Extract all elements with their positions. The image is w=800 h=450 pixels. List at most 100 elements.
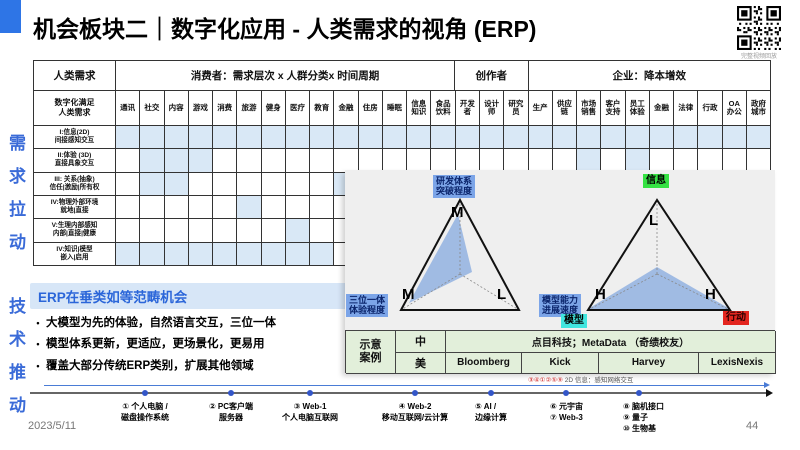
timeline-legend-item-6: ⑥ 元宇宙 ⑦ Web-3 xyxy=(550,402,583,423)
timeline-dot-7 xyxy=(636,390,642,396)
row-label-4: V:生理内部感知 内部|直接|健康 xyxy=(34,219,116,243)
cell-r0-c17 xyxy=(504,126,529,150)
cell-r0-c2 xyxy=(140,126,165,150)
cell-r2-c6 xyxy=(237,172,262,196)
column-header-9: 金融 xyxy=(334,91,359,126)
case-cell-1-0: Bloomberg xyxy=(446,352,522,374)
cell-r0-c3 xyxy=(164,126,189,150)
qr-caption: 完整视频回放 xyxy=(740,54,777,60)
cell-r4-c8 xyxy=(285,219,311,243)
cell-r4-c3 xyxy=(164,219,189,243)
column-header-3: 游戏 xyxy=(188,91,214,126)
cell-r1-c6 xyxy=(237,149,262,173)
timeline-dot-6 xyxy=(563,390,569,396)
cell-r2-c1 xyxy=(116,172,141,196)
cell-r3-c9 xyxy=(310,195,335,220)
left-triangle-outline xyxy=(399,197,521,311)
timeline-dot-1 xyxy=(142,390,148,396)
cell-r0-c13 xyxy=(407,126,432,150)
cell-r3-c4 xyxy=(188,195,214,220)
column-header-19: 市场 销售 xyxy=(577,91,602,126)
cell-r4-c2 xyxy=(140,219,165,243)
qr-code-icon xyxy=(737,6,781,50)
cell-r4-c9 xyxy=(310,219,335,243)
right-top-value: L xyxy=(649,212,659,229)
cell-r5-c3 xyxy=(164,242,189,266)
cell-r1-c2 xyxy=(140,149,165,173)
footnote: ③④①②⑤⑨ 2D 信息：感知网络交互 xyxy=(528,374,633,384)
cell-r2-c9 xyxy=(310,172,335,196)
cell-r4-c7 xyxy=(261,219,286,243)
erp-bullet-1: •模型体系更新，更适应，更场景化，更易用 xyxy=(30,337,354,351)
timeline-dot-3 xyxy=(307,390,313,396)
timeline-legend-item-5: ⑤ AI / 边缘计算 xyxy=(475,402,507,423)
rd-system-axis-label: 研发体系 突破程度 xyxy=(433,175,476,198)
title-accent-bar xyxy=(0,0,21,33)
trinity-experience-axis-label: 三位一体 体验程度 xyxy=(346,294,389,317)
cell-r1-c9 xyxy=(310,149,335,173)
cell-r0-c26 xyxy=(722,126,747,150)
column-header-13: 食品 饮料 xyxy=(431,91,456,126)
cell-r0-c22 xyxy=(625,126,650,150)
cell-r0-c25 xyxy=(698,126,723,150)
cell-r0-c11 xyxy=(358,126,383,150)
case-cell-0-0: 点目科技；MetaData （奇绩校友） xyxy=(446,331,776,353)
cell-r5-c9 xyxy=(310,242,335,266)
erp-bullet-list: •大模型为先的体验，自然语言交互，三位一体•模型体系更新，更适应，更场景化，更易… xyxy=(30,316,354,373)
model-tag: 模型 xyxy=(561,314,587,328)
cases-region-0: 中 xyxy=(396,331,446,353)
column-header-17: 生产 xyxy=(528,91,553,126)
cases-region-1: 美 xyxy=(396,352,446,374)
demand-pull-label: 需 求 拉 动 xyxy=(9,134,26,253)
cell-r3-c8 xyxy=(285,195,311,220)
cell-r0-c16 xyxy=(479,126,505,150)
column-header-15: 设计 师 xyxy=(479,91,505,126)
cell-r4-c6 xyxy=(237,219,262,243)
column-header-0: 通讯 xyxy=(116,91,141,126)
cell-r1-c1 xyxy=(116,149,141,173)
column-header-10: 住房 xyxy=(358,91,383,126)
cell-r0-c9 xyxy=(310,126,335,150)
cell-r0-c24 xyxy=(674,126,699,150)
cell-r0-c14 xyxy=(431,126,456,150)
cell-r2-c2 xyxy=(140,172,165,196)
column-header-23: 法律 xyxy=(674,91,699,126)
cases-header: 示意 案例 xyxy=(346,331,396,374)
cell-r3-c1 xyxy=(116,195,141,220)
info-tag: 信息 xyxy=(643,174,669,188)
timeline-upper-arrow xyxy=(44,382,770,388)
group-header-2: 企业：降本增效 xyxy=(528,61,771,91)
row-label-5: IV:知识|模型 嵌入|启用 xyxy=(34,242,116,266)
cell-r1-c3 xyxy=(164,149,189,173)
cell-r0-c1 xyxy=(116,126,141,150)
column-header-12: 信息 知识 xyxy=(407,91,432,126)
model-capability-axis-label: 模型能力 进展速度 xyxy=(539,294,582,317)
erp-opportunity-block: ERP在垂类如等范畴机会 •大模型为先的体验，自然语言交互，三位一体•模型体系更… xyxy=(30,283,354,373)
left-radar-fill xyxy=(409,214,472,303)
cell-r0-c10 xyxy=(334,126,359,150)
cell-r3-c3 xyxy=(164,195,189,220)
cell-r5-c1 xyxy=(116,242,141,266)
column-header-2: 内容 xyxy=(164,91,189,126)
cell-r1-c8 xyxy=(285,149,311,173)
right-radar-fill xyxy=(588,267,730,309)
cell-r2-c5 xyxy=(213,172,238,196)
footer-date: 2023/5/11 xyxy=(28,420,77,432)
right-radar-axes xyxy=(587,200,731,311)
cell-r3-c7 xyxy=(261,195,286,220)
cell-r5-c5 xyxy=(213,242,238,266)
cell-r5-c7 xyxy=(261,242,286,266)
row-label-1: II:体验 (3D) 直接具象交互 xyxy=(34,149,116,173)
timeline-legend-item-7: ⑧ 脑机接口 ⑨ 量子 ⑩ 生物基 xyxy=(623,402,664,434)
cell-r1-c5 xyxy=(213,149,238,173)
cell-r0-c15 xyxy=(455,126,480,150)
group-header-0: 消费者：需求层次 x 人群分类x 时间周期 xyxy=(116,61,456,91)
timeline-dot-2 xyxy=(228,390,234,396)
cell-r0-c6 xyxy=(237,126,262,150)
cell-r2-c4 xyxy=(188,172,214,196)
cell-r0-c12 xyxy=(382,126,408,150)
column-header-25: OA 办公 xyxy=(722,91,747,126)
tech-push-label: 技 术 推 动 xyxy=(9,297,26,416)
cell-r2-c7 xyxy=(261,172,286,196)
cell-r3-c6 xyxy=(237,195,262,220)
